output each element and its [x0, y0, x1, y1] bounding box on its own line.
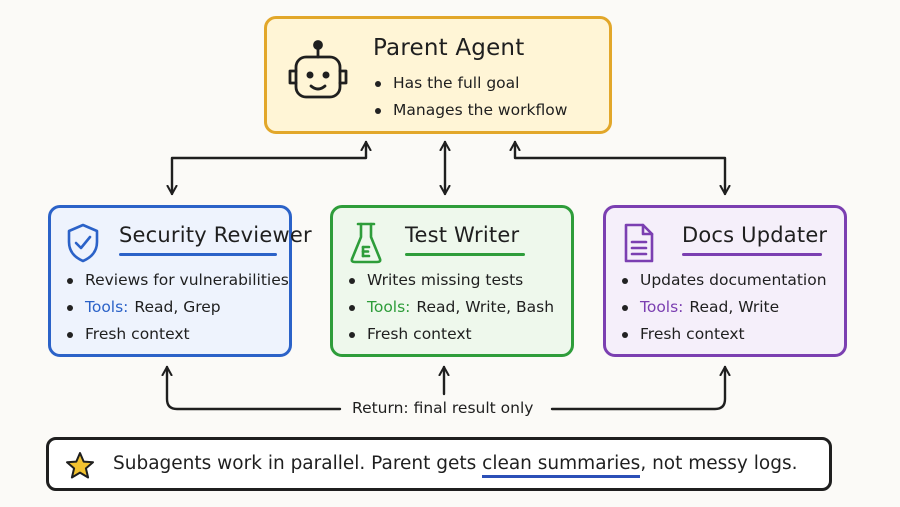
arrow-parent-docs: [515, 140, 725, 196]
return-line-left: [167, 365, 342, 411]
title-underline: [119, 253, 277, 256]
card-bullet: Reviews for vulnerabilities: [63, 267, 289, 294]
tools-label: Tools:: [640, 298, 684, 316]
tools-value: Read, Grep: [134, 298, 221, 316]
summary-text-end: , not messy logs.: [640, 453, 798, 474]
docs-updater-card: Docs Updater Updates documentation Tools…: [603, 205, 847, 357]
title-underline: [682, 253, 822, 256]
robot-icon: [288, 40, 348, 99]
arrow-parent-security: [172, 140, 366, 196]
card-bullet: Fresh context: [345, 321, 554, 348]
flask-icon: [350, 222, 382, 264]
summary-highlight: clean summaries: [482, 453, 641, 478]
tools-value: Read, Write: [689, 298, 780, 316]
parent-agent-box: Parent Agent Has the full goal Manages t…: [264, 16, 612, 134]
parent-bullets: Has the full goal Manages the workflow: [371, 70, 567, 124]
return-line-right: [550, 365, 725, 411]
star-icon: [66, 452, 94, 479]
parent-agent-title: Parent Agent: [373, 35, 525, 61]
card-title: Docs Updater: [682, 223, 828, 247]
shield-check-icon: [67, 223, 99, 263]
parent-bullet: Manages the workflow: [371, 97, 567, 124]
card-title: Security Reviewer: [119, 223, 312, 247]
card-bullets: Reviews for vulnerabilities Tools: Read, …: [63, 267, 289, 348]
card-bullets: Updates documentation Tools:Read, Write …: [618, 267, 827, 348]
tools-label: Tools:: [367, 298, 411, 316]
test-writer-card: Test Writer Writes missing tests Tools: R…: [330, 205, 574, 357]
summary-text-start: Subagents work in parallel. Parent gets: [113, 453, 483, 474]
card-bullet: Fresh context: [618, 321, 827, 348]
title-underline: [405, 253, 525, 256]
card-bullets: Writes missing tests Tools: Read, Write, …: [345, 267, 554, 348]
card-bullet-tools: Tools: Read, Write: [618, 294, 827, 321]
card-bullet: Fresh context: [63, 321, 289, 348]
card-bullet: Writes missing tests: [345, 267, 554, 294]
security-reviewer-card: Security Reviewer Reviews for vulnerabil…: [48, 205, 312, 357]
summary-text: Subagents work in parallel. Parent gets …: [113, 453, 798, 478]
card-bullet-tools: Tools: Read, Write, Bash: [345, 294, 554, 321]
tools-value: Read, Write, Bash: [416, 298, 555, 316]
card-bullet-tools: Tools: Read, Grep: [63, 294, 289, 321]
return-label: Return: final result only: [348, 399, 538, 417]
card-bullet: Updates documentation: [618, 267, 827, 294]
document-icon: [624, 223, 654, 263]
parent-bullet: Has the full goal: [371, 70, 567, 97]
summary-bar: Subagents work in parallel. Parent gets …: [46, 437, 832, 491]
card-title: Test Writer: [405, 223, 520, 247]
tools-label: Tools:: [85, 298, 129, 316]
